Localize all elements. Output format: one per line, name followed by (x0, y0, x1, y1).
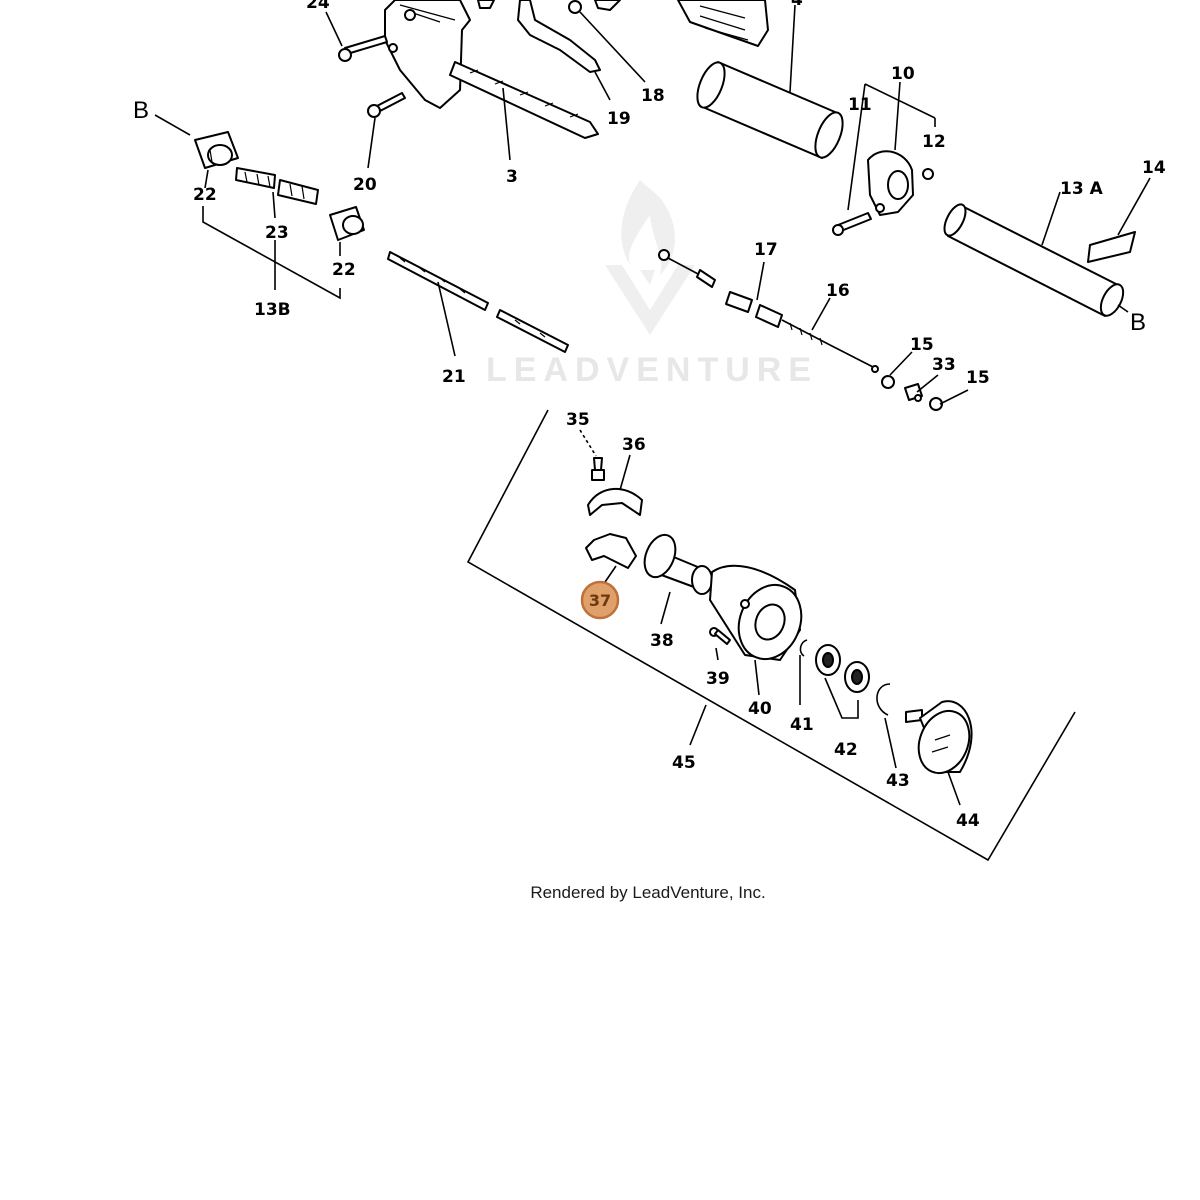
handle-assembly (338, 0, 621, 139)
label-part-23[interactable]: 23 (265, 223, 289, 243)
part-38-spacer[interactable] (639, 530, 713, 595)
label-part-22-left[interactable]: 22 (193, 185, 217, 205)
label-part-3[interactable]: 3 (506, 167, 518, 187)
leader-lines (154, 4, 1151, 806)
clutch-assembly (466, 409, 1076, 862)
coupling-assembly (194, 131, 365, 241)
grip-assembly (677, 0, 1136, 319)
watermark-flame-logo (605, 180, 695, 335)
label-part-33[interactable]: 33 (932, 355, 956, 375)
label-part-15-a[interactable]: 15 (910, 335, 934, 355)
label-part-35[interactable]: 35 (566, 410, 590, 430)
part-11-bolt[interactable] (832, 212, 872, 236)
part-labels: 24 4 18 19 3 20 10 11 12 13 A 14 22 23 2… (193, 0, 1166, 831)
part-3-shaft[interactable] (449, 61, 599, 139)
part-21-drive-shaft[interactable] (387, 251, 569, 353)
part-22-coupler-right[interactable] (329, 206, 365, 241)
part-44-clutch-drum[interactable] (905, 700, 978, 781)
label-part-37[interactable]: 37 (589, 591, 611, 610)
part-16-throttle-cable[interactable] (781, 319, 879, 373)
label-part-13b[interactable]: 13B (254, 300, 291, 320)
label-part-38[interactable]: 38 (650, 631, 674, 651)
label-part-19[interactable]: 19 (607, 109, 631, 129)
label-part-22-right[interactable]: 22 (332, 260, 356, 280)
label-part-36[interactable]: 36 (622, 435, 646, 455)
cable-assembly (658, 249, 943, 411)
footer-credit: Rendered by LeadVenture, Inc. (530, 883, 765, 902)
part-18-spring[interactable] (477, 0, 582, 14)
watermark-brand-text: LEADVENTURE (486, 351, 818, 389)
connection-letter-b-left: B (133, 97, 149, 124)
label-part-40[interactable]: 40 (748, 699, 772, 719)
label-part-43[interactable]: 43 (886, 771, 910, 791)
label-part-24[interactable]: 24 (306, 0, 330, 13)
part-15-washer-b[interactable] (929, 397, 943, 411)
label-part-39[interactable]: 39 (706, 669, 730, 689)
part-35-screw[interactable] (591, 457, 605, 481)
label-part-4[interactable]: 4 (791, 0, 803, 10)
part-22-coupler-left[interactable] (194, 131, 239, 169)
label-part-11[interactable]: 11 (848, 95, 872, 115)
label-part-20[interactable]: 20 (353, 175, 377, 195)
part-23-shaft-pieces[interactable] (235, 167, 319, 205)
part-15-washer-a[interactable] (881, 375, 895, 389)
label-part-18[interactable]: 18 (641, 86, 665, 106)
watermark: LEADVENTURE (486, 180, 818, 389)
part-4-tube[interactable] (692, 59, 848, 162)
bracket-45 (466, 409, 1076, 862)
part-cable-end[interactable] (658, 249, 716, 288)
label-part-17[interactable]: 17 (754, 240, 778, 260)
part-40-clutch-housing[interactable] (709, 564, 812, 669)
part-handle-housing[interactable] (384, 0, 471, 109)
part-36-clamp-cap[interactable] (587, 487, 643, 516)
part-20-screw[interactable] (367, 92, 406, 118)
part-37-clamp[interactable] (585, 533, 637, 569)
part-10-clamp[interactable] (867, 150, 914, 216)
label-part-10[interactable]: 10 (891, 64, 915, 84)
part-41-snap-ring[interactable] (799, 639, 808, 657)
highlighted-callout-37[interactable]: 37 (580, 580, 620, 620)
label-part-12[interactable]: 12 (922, 132, 946, 152)
label-part-14[interactable]: 14 (1142, 158, 1166, 178)
part-17-cable-adjuster[interactable] (725, 291, 783, 328)
label-part-44[interactable]: 44 (956, 811, 980, 831)
label-part-15-b[interactable]: 15 (966, 368, 990, 388)
label-part-13a[interactable]: 13 A (1060, 179, 1104, 199)
label-part-45[interactable]: 45 (672, 753, 696, 773)
connection-letter-b-right: B (1130, 309, 1146, 336)
part-19-lever[interactable] (517, 0, 601, 73)
label-part-42[interactable]: 42 (834, 740, 858, 760)
label-part-41[interactable]: 41 (790, 715, 814, 735)
label-part-21[interactable]: 21 (442, 367, 466, 387)
part-24-bolt[interactable] (338, 35, 388, 62)
part-13a-grip[interactable] (940, 201, 1128, 319)
label-part-16[interactable]: 16 (826, 281, 850, 301)
part-14-label[interactable] (1087, 231, 1136, 263)
part-12-nut[interactable] (922, 168, 934, 180)
part-39-screw[interactable] (709, 627, 731, 645)
part-43-retaining-ring[interactable] (876, 683, 891, 716)
part-42-bearings[interactable] (815, 644, 870, 693)
